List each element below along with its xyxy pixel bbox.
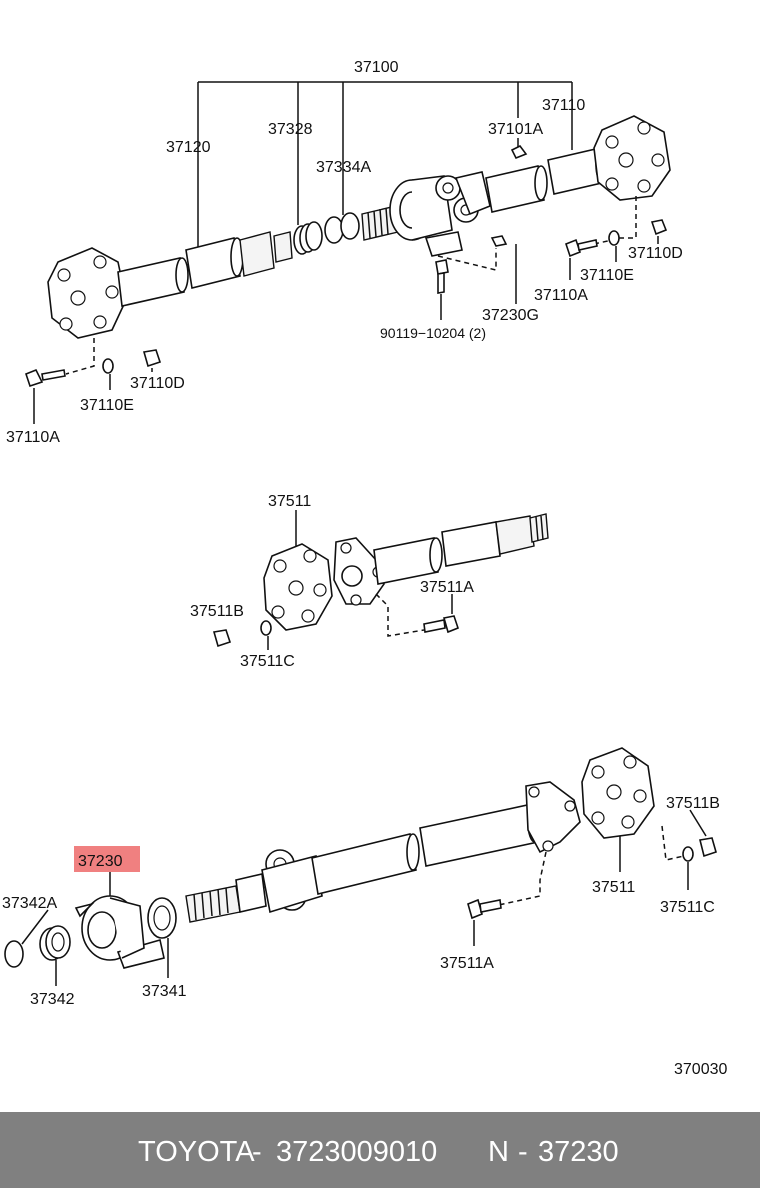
shaft-assembly-top: [25, 81, 671, 424]
label-37120: 37120: [166, 139, 211, 156]
seal-37342: [39, 925, 71, 961]
nut-37110D-right: [650, 219, 668, 236]
reference-prefix: N: [488, 1136, 509, 1168]
label-37511B-bottom: 37511B: [666, 795, 720, 812]
flange-yoke-bottom: [525, 781, 581, 854]
universal-joint-top: [435, 171, 491, 223]
bolt-37511A-bottom: [467, 898, 502, 920]
label-37342: 37342: [30, 991, 75, 1008]
label-37101A: 37101A: [488, 121, 543, 138]
tube-middle: [373, 513, 549, 585]
snap-ring-37342A: [4, 940, 24, 968]
seal-37341: [147, 897, 177, 939]
bolt-37110A-right: [565, 238, 598, 258]
label-90119-10204: 90119−10204 (2): [380, 325, 486, 341]
footer-bar: TOYOTA - 3723009010 N - 37230: [0, 1112, 760, 1188]
label-37342A: 37342A: [2, 895, 57, 912]
bolt-90119-10204: [435, 259, 449, 294]
tube-bottom: [311, 803, 543, 895]
label-37341: 37341: [142, 983, 187, 1000]
flex-coupling-disc-right: [593, 115, 671, 201]
tube-left-37120: [117, 231, 293, 307]
label-37511-bottom: 37511: [592, 879, 635, 896]
label-37100: 37100: [354, 59, 399, 76]
nut-37110D-left: [142, 349, 162, 368]
universal-joint-bottom: [261, 849, 323, 914]
separator: -: [518, 1136, 528, 1168]
label-37511B-middle: 37511B: [190, 603, 244, 620]
flange-yoke-middle: [333, 537, 385, 606]
center-bearing-top: [389, 175, 463, 257]
washer-37511C-middle: [260, 620, 272, 636]
tube-right-37110: [485, 146, 611, 213]
washer-37110E-right: [608, 230, 620, 246]
shaft-assembly-middle: [212, 510, 549, 650]
part-number: 3723009010: [276, 1136, 438, 1168]
label-37230G: 37230G: [482, 307, 539, 324]
label-37230: 37230: [78, 853, 123, 870]
ring-37334A: [324, 212, 360, 244]
flex-coupling-disc-bottom: [581, 747, 655, 839]
label-37110E-left: 37110E: [80, 397, 134, 414]
label-37110D-right: 37110D: [628, 245, 683, 262]
flex-coupling-disc-left: [47, 247, 127, 339]
label-37328: 37328: [268, 121, 313, 138]
flex-coupling-disc-middle: [263, 543, 333, 631]
label-37110D-left: 37110D: [130, 375, 185, 392]
nut-37230G: [490, 235, 508, 247]
label-37110A-left: 37110A: [6, 429, 60, 446]
washer-37511C-bottom: [682, 846, 694, 862]
washer-37110E-left: [102, 358, 114, 374]
center-bearing-37230: [74, 895, 165, 969]
shaft-assembly-bottom: [4, 747, 717, 986]
grease-fitting-37101A: [510, 144, 528, 160]
nut-37511B-bottom: [699, 837, 717, 858]
label-37511A-bottom: 37511A: [440, 955, 494, 972]
highlight-37230: [74, 846, 140, 872]
bolt-37511A-middle: [423, 615, 459, 634]
label-37511C-middle: 37511C: [240, 653, 295, 670]
label-37110E-right: 37110E: [580, 267, 634, 284]
label-37334A: 37334A: [316, 159, 371, 176]
separator: -: [252, 1136, 262, 1168]
bolt-37110A-left: [25, 368, 66, 388]
label-37110A-right: 37110A: [534, 287, 588, 304]
spline-stub: [185, 873, 267, 923]
brand-name: TOYOTA: [138, 1136, 255, 1168]
boot-37328: [293, 221, 323, 255]
diagram-code: 370030: [674, 1061, 727, 1078]
label-37511C-bottom: 37511C: [660, 899, 715, 916]
label-37110: 37110: [542, 97, 585, 114]
reference-code: 37230: [538, 1136, 619, 1168]
nut-37511B-middle: [212, 629, 232, 648]
label-37511-middle: 37511: [268, 493, 311, 510]
parts-diagram: 37100 37120 37328 37334A 37101A 37110 37…: [2, 59, 727, 1078]
label-37511A-middle: 37511A: [420, 579, 474, 596]
